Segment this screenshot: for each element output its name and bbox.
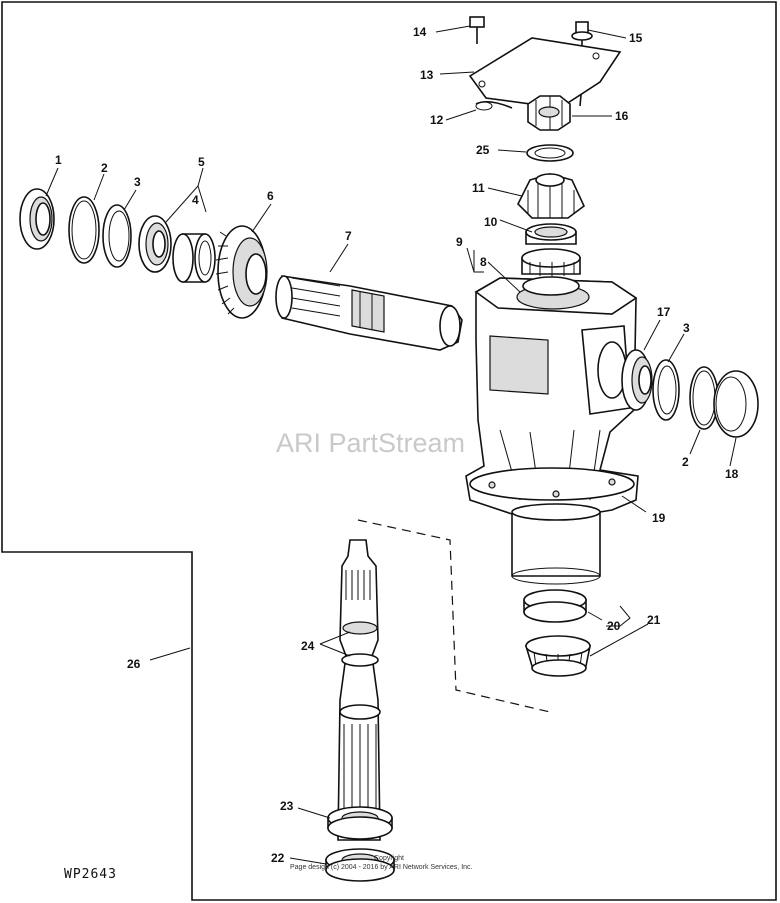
callout-26: 26 [127,657,141,671]
callout-22: 22 [271,851,285,865]
callout-21: 21 [647,613,661,627]
callout-5: 5 [198,155,205,169]
callout-4: 4 [192,193,199,207]
part-3-shim-right [652,359,680,421]
part-17-bearing [621,349,653,411]
part-5-bearing-cone [138,215,172,273]
callout-8: 8 [480,255,487,269]
part-3-shim-left [102,204,132,268]
part-1-seal [19,188,55,250]
leader-lines [45,25,737,865]
part-25-washer [526,144,574,162]
callout-16: 16 [615,109,629,123]
part-7-input-shaft [275,275,463,351]
part-16-castle-nut [527,95,571,131]
callout-10: 10 [484,215,498,229]
part-19-gearbox-housing [465,277,639,585]
callout-7: 7 [345,229,352,243]
part-14-cap-screw [469,16,485,44]
callout-18: 18 [725,467,739,481]
callout-3-left: 3 [134,175,141,189]
callout-12: 12 [430,113,444,127]
callout-19: 19 [652,511,666,525]
part-4-bearing-cup [172,233,216,283]
callout-25: 25 [476,143,490,157]
callout-13: 13 [420,68,434,82]
part-10-bearing-cup [525,223,577,245]
part-20-bearing-cup [523,589,587,623]
callout-1: 1 [55,153,62,167]
callout-6: 6 [267,189,274,203]
watermark: ARI PartStream [276,428,465,458]
part-8-bearing-cone [521,248,581,296]
part-12-cotter-pin [475,100,513,111]
callout-11: 11 [472,181,485,195]
part-22-seal [325,848,395,882]
callout-14: 14 [413,25,427,39]
callout-9: 9 [456,235,463,249]
callout-24: 24 [301,639,315,653]
part-24-output-shaft [337,539,381,841]
copyright-line2: Page design (c) 2004 - 2016 by ARI Netwo… [290,864,473,871]
callout-2-right: 2 [682,455,689,469]
part-21-bearing-cone [524,635,591,677]
copyright-line1: Copyright [374,855,404,862]
callout-20: 20 [607,619,621,633]
part-6-bevel-gear [215,225,268,319]
callout-2-left: 2 [101,161,108,175]
callout-3-right: 3 [683,321,690,335]
figure-code: WP2643 [64,867,117,882]
part-11-pinion-gear [517,173,585,219]
part-23-seal [327,806,393,840]
callout-23: 23 [280,799,294,813]
part-2-snap-ring-left [68,196,100,264]
part-13-cover-plate [468,37,622,109]
part-18-end-cap [713,370,759,438]
assembly-dash-line [357,519,551,713]
callout-17: 17 [657,305,671,319]
callout-15: 15 [629,31,643,45]
